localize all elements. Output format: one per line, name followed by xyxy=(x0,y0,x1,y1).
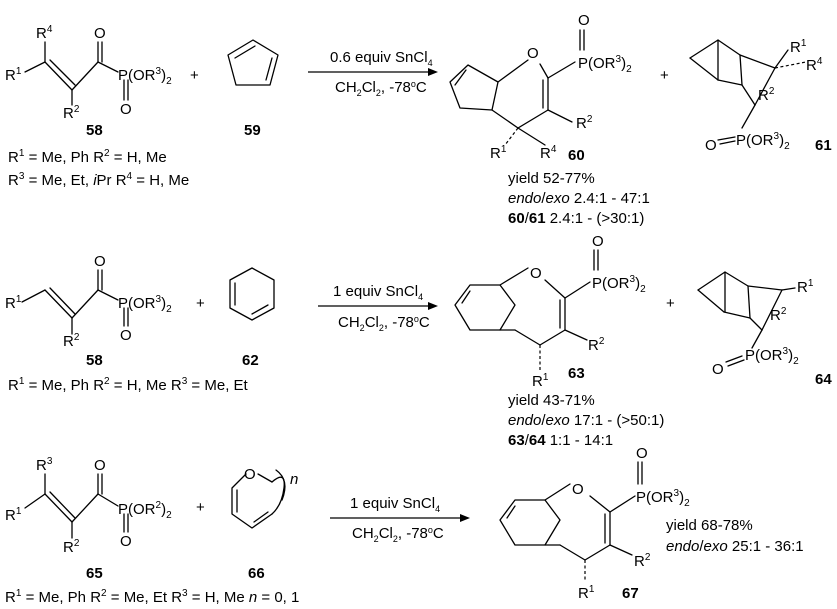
svg-text:R4: R4 xyxy=(806,56,823,74)
row-2: R1 R2 O P(OR3)2 O 58 + 62 1 equiv SnCl4 … xyxy=(5,233,832,449)
svg-text:O: O xyxy=(94,253,106,270)
reaction-arrow-2: 1 equiv SnCl4 CH2Cl2, -78oC xyxy=(318,283,438,333)
svg-text:0.6 equiv SnCl4: 0.6 equiv SnCl4 xyxy=(330,49,433,68)
svg-text:R4: R4 xyxy=(36,24,53,42)
yield-row2: yield 43-71% xyxy=(508,392,595,409)
row-3: R3 R1 R2 O P(OR2)2 O 65 + O n 66 1 equiv… xyxy=(5,445,804,606)
svg-text:R4: R4 xyxy=(540,144,557,162)
svg-text:R1: R1 xyxy=(5,506,22,524)
compound-58-row2: R1 R2 O P(OR3)2 O 58 xyxy=(5,253,172,369)
svg-text:P(OR2)2: P(OR2)2 xyxy=(118,500,172,521)
yield-row1: yield 52-77% xyxy=(508,170,595,187)
svg-text:R1: R1 xyxy=(578,584,595,602)
subst-2: R1 = Me, Ph R2 = H, Me R3 = Me, Et xyxy=(8,376,249,394)
compound-62: 62 xyxy=(229,267,275,369)
svg-text:R3: R3 xyxy=(36,456,53,474)
reaction-arrow-3: 1 equiv SnCl4 CH2Cl2, -78oC xyxy=(330,495,470,544)
compound-67: O O P(OR3)2 R2 R1 67 xyxy=(499,445,690,602)
svg-text:P(OR3)2: P(OR3)2 xyxy=(592,274,646,295)
ratio-row1: 60/61 2.4:1 - (>30:1) xyxy=(508,210,644,227)
reaction-arrow-1: 0.6 equiv SnCl4 CH2Cl2, -78oC xyxy=(308,49,438,98)
svg-text:R1: R1 xyxy=(532,372,549,390)
svg-text:O: O xyxy=(572,481,584,498)
subst-3: R1 = Me, Ph R2 = Me, Et R3 = H, Me n = 0… xyxy=(5,588,299,606)
svg-text:1 equiv SnCl4: 1 equiv SnCl4 xyxy=(333,283,423,302)
svg-text:R2: R2 xyxy=(588,336,605,354)
svg-text:1 equiv SnCl4: 1 equiv SnCl4 xyxy=(350,495,440,514)
selectivity-row3: endo/exo 25:1 - 36:1 xyxy=(666,538,804,555)
selectivity-row2: endo/exo 17:1 - (>50:1) xyxy=(508,412,664,429)
svg-text:CH2Cl2, -78oC: CH2Cl2, -78oC xyxy=(338,314,430,333)
svg-text:R2: R2 xyxy=(63,332,80,350)
label-66: 66 xyxy=(248,565,265,582)
plus-2b: + xyxy=(666,295,675,312)
plus-3: + xyxy=(196,499,205,516)
compound-63: O O P(OR3)2 R2 R1 63 xyxy=(454,233,646,390)
svg-text:CH2Cl2, -78oC: CH2Cl2, -78oC xyxy=(352,525,444,544)
svg-text:P(OR3)2: P(OR3)2 xyxy=(118,66,172,87)
label-60: 60 xyxy=(568,147,585,164)
svg-text:O: O xyxy=(120,533,132,550)
svg-text:R2: R2 xyxy=(63,104,80,122)
label-58-row2: 58 xyxy=(86,352,103,369)
label-62: 62 xyxy=(242,352,259,369)
n-label: n xyxy=(290,471,298,488)
svg-text:O: O xyxy=(705,137,717,154)
subst-1a: R1 = Me, Ph R2 = H, Me xyxy=(8,148,167,166)
svg-text:O: O xyxy=(530,265,542,282)
svg-text:R2: R2 xyxy=(770,306,787,324)
svg-text:P(OR3)2: P(OR3)2 xyxy=(745,346,799,367)
svg-text:R1: R1 xyxy=(797,278,814,296)
plus-1a: + xyxy=(190,67,199,84)
compound-64: R1 R2 O P(OR3)2 64 xyxy=(697,271,832,388)
svg-text:R2: R2 xyxy=(634,552,651,570)
label-63: 63 xyxy=(568,365,585,382)
svg-text:O: O xyxy=(636,445,648,462)
label-67: 67 xyxy=(622,585,639,602)
subst-1b: R3 = Me, Et, iPr R4 = H, Me xyxy=(8,171,189,189)
svg-text:P(OR3)2: P(OR3)2 xyxy=(118,294,172,315)
svg-text:P(OR3)2: P(OR3)2 xyxy=(636,488,690,509)
label-58-row1: 58 xyxy=(86,122,103,139)
label-59: 59 xyxy=(244,122,261,139)
svg-text:O: O xyxy=(578,12,590,29)
svg-text:R1: R1 xyxy=(5,66,22,84)
compound-66: O n 66 xyxy=(231,466,298,582)
svg-text:R1: R1 xyxy=(790,38,807,56)
ratio-row2: 63/64 1:1 - 14:1 xyxy=(508,432,613,449)
svg-text:O: O xyxy=(94,457,106,474)
label-64: 64 xyxy=(815,371,832,388)
svg-text:O: O xyxy=(94,25,106,42)
svg-text:O: O xyxy=(244,466,256,483)
svg-text:O: O xyxy=(120,101,132,118)
compound-59: 59 xyxy=(227,39,279,139)
selectivity-row1: endo/exo 2.4:1 - 47:1 xyxy=(508,190,650,207)
compound-61: R1 R4 R2 O P(OR3)2 61 xyxy=(689,38,832,154)
label-61: 61 xyxy=(815,137,832,154)
label-65: 65 xyxy=(86,565,103,582)
plus-1b: + xyxy=(660,67,669,84)
yield-row3: yield 68-78% xyxy=(666,517,753,534)
compound-58-row1: R4 R1 R2 O P(OR3)2 O 58 xyxy=(5,24,172,139)
compound-65: R3 R1 R2 O P(OR2)2 O 65 xyxy=(5,456,172,582)
svg-text:O: O xyxy=(527,45,539,62)
svg-text:O: O xyxy=(592,233,604,250)
svg-text:R1: R1 xyxy=(5,294,22,312)
row-1: R4 R1 R2 O P(OR3)2 O 58 + 59 0.6 equiv S… xyxy=(5,12,832,227)
svg-text:O: O xyxy=(712,361,724,378)
svg-text:R2: R2 xyxy=(63,538,80,556)
svg-text:P(OR3)2: P(OR3)2 xyxy=(578,54,632,75)
svg-text:R2: R2 xyxy=(758,86,775,104)
svg-text:R1: R1 xyxy=(490,144,507,162)
compound-60: O O P(OR3)2 R2 R1 R4 60 xyxy=(449,12,632,164)
plus-2a: + xyxy=(196,295,205,312)
svg-text:O: O xyxy=(120,327,132,344)
svg-text:P(OR3)2: P(OR3)2 xyxy=(736,131,790,152)
svg-text:CH2Cl2, -78oC: CH2Cl2, -78oC xyxy=(335,79,427,98)
svg-text:R2: R2 xyxy=(576,114,593,132)
